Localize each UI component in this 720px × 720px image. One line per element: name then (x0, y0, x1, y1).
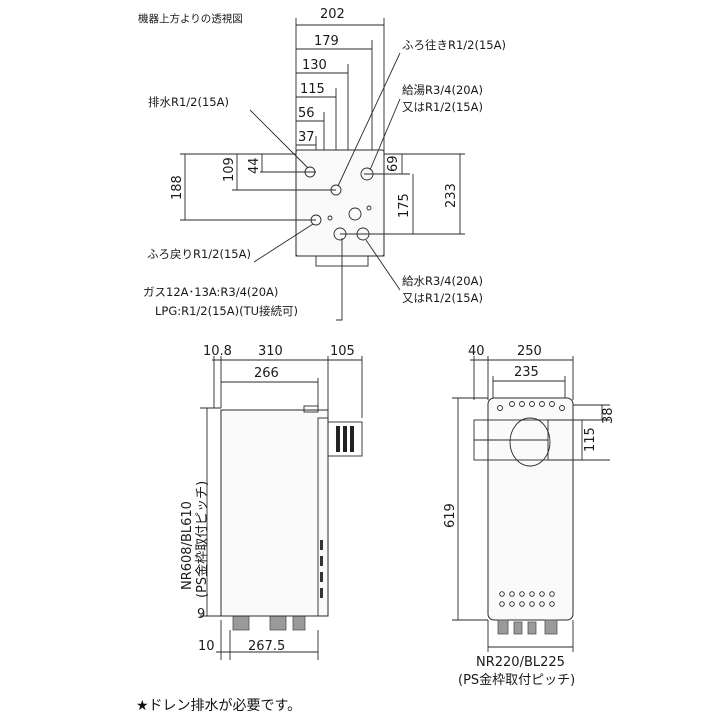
marker-dot (366, 205, 372, 211)
front-dim-115: 115 (583, 427, 598, 452)
side-dim-310: 310 (258, 344, 283, 359)
drain-port (304, 166, 316, 178)
side-vertical-label: NR608/BL610 (180, 501, 195, 590)
dim-left-44: 44 (247, 157, 262, 174)
label-drain: 排水R1/2(15A) (148, 95, 229, 109)
exhaust-grille (336, 426, 354, 452)
dim-right-175: 175 (397, 193, 412, 218)
label-bath-return: ふろ戻りR1/2(15A) (147, 247, 251, 261)
dim-top-115: 115 (300, 82, 325, 97)
front-unit-body (487, 397, 574, 621)
top-vent-row (497, 401, 565, 411)
label-water-supply-2: 又はR1/2(15A) (402, 291, 483, 305)
label-water-supply-1: 給水R3/4(20A) (402, 274, 483, 288)
label-hot-water-1: 給湯R3/4(20A) (402, 83, 483, 97)
label-gas-1: ガス12A･13A:R3/4(20A) (143, 285, 278, 299)
front-dim-38: 38 (601, 407, 616, 424)
side-dim-267-5: 267.5 (248, 639, 285, 654)
dim-top-202: 202 (320, 7, 345, 22)
footer-note: ★ドレン排水が必要です。 (136, 698, 301, 714)
cross-marker (327, 215, 333, 221)
side-view: 10.8 310 105 266 NR608/BL610 (PS金枠取付ピ (180, 344, 363, 660)
front-dim-235: 235 (514, 365, 539, 380)
bath-return-port (310, 214, 322, 226)
gas-port (348, 207, 362, 221)
front-dim-250: 250 (517, 344, 542, 359)
dim-top-56: 56 (298, 106, 315, 121)
bottom-vent-grid (499, 591, 555, 607)
dim-top-37: 37 (298, 130, 315, 145)
dim-left-109: 109 (222, 157, 237, 182)
front-dim-40: 40 (468, 344, 485, 359)
label-hot-water-2: 又はR1/2(15A) (402, 100, 483, 114)
top-view: 機器上方よりの透視図 202 179 130 115 56 37 188 10 (138, 7, 506, 321)
water-supply-port (356, 227, 370, 241)
side-dim-105: 105 (330, 344, 355, 359)
front-bottom-label-2: (PS金枠取付ピッチ) (458, 672, 575, 688)
front-bottom-label-1: NR220/BL225 (476, 655, 565, 670)
side-dim-266: 266 (254, 366, 279, 381)
dim-top-130: 130 (302, 58, 327, 73)
side-dim-10-8: 10.8 (203, 344, 232, 359)
top-view-caption: 機器上方よりの透視図 (138, 12, 243, 25)
front-dim-619: 619 (443, 503, 458, 528)
dim-top-179: 179 (314, 34, 339, 49)
dim-right-69: 69 (386, 155, 401, 172)
gas-port-lower (333, 227, 347, 241)
bath-out-port (330, 184, 342, 196)
side-unit-body (220, 409, 329, 617)
label-gas-2: LPG:R1/2(15A)(TU接続可) (155, 304, 298, 318)
front-view: 40 250 235 (443, 344, 616, 688)
side-dim-9: 9 (197, 607, 205, 622)
dim-left-188: 188 (170, 175, 185, 200)
hot-water-port (360, 167, 374, 181)
side-dim-10: 10 (198, 639, 215, 654)
side-vertical-label-2: (PS金枠取付ピッチ) (194, 481, 210, 598)
label-bath-out: ふろ往きR1/2(15A) (402, 38, 506, 52)
dim-right-233: 233 (444, 183, 459, 208)
